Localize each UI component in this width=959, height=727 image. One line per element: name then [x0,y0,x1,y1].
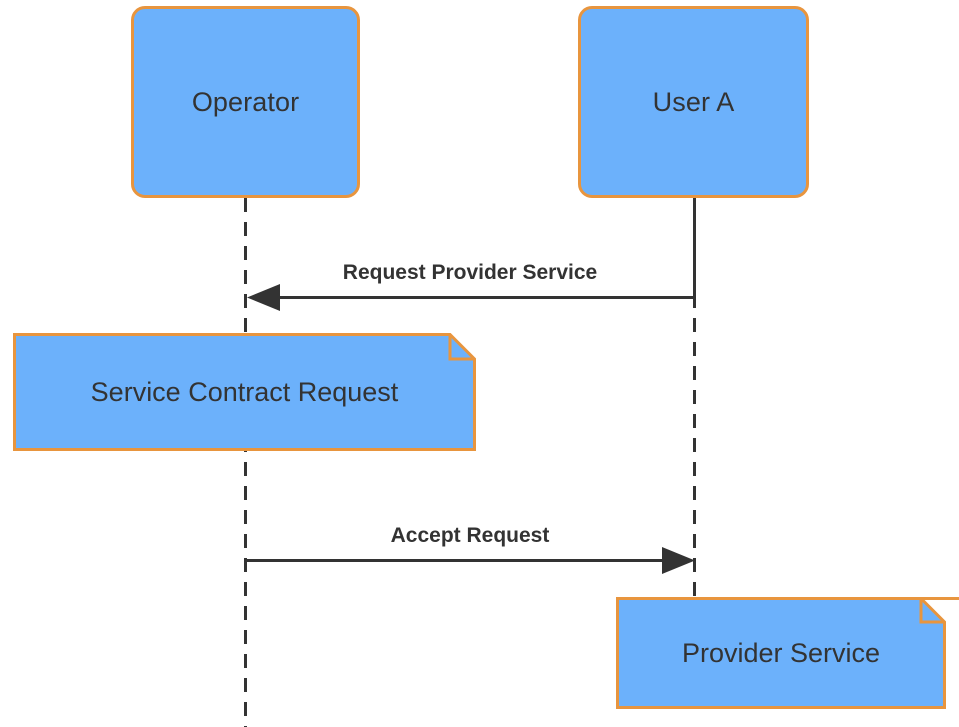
note-shape [616,597,959,709]
arrowhead-right [662,547,695,574]
arrowhead-left [247,284,280,311]
message-arrow-request-provider-service[interactable] [247,196,696,311]
message-label-accept-request: Accept Request [390,524,550,547]
participant-operator[interactable]: Operator [131,6,360,198]
note-provider-service[interactable]: Provider Service [616,597,959,709]
participant-user-a[interactable]: User A [578,6,809,198]
message-label-request-provider-service: Request Provider Service [342,261,598,284]
message-arrow-accept-request[interactable] [245,547,695,574]
note-service-contract-request[interactable]: Service Contract Request [13,333,476,451]
participant-user-a-label: User A [652,86,735,117]
note-shape [13,333,476,451]
participant-operator-label: Operator [191,86,300,117]
